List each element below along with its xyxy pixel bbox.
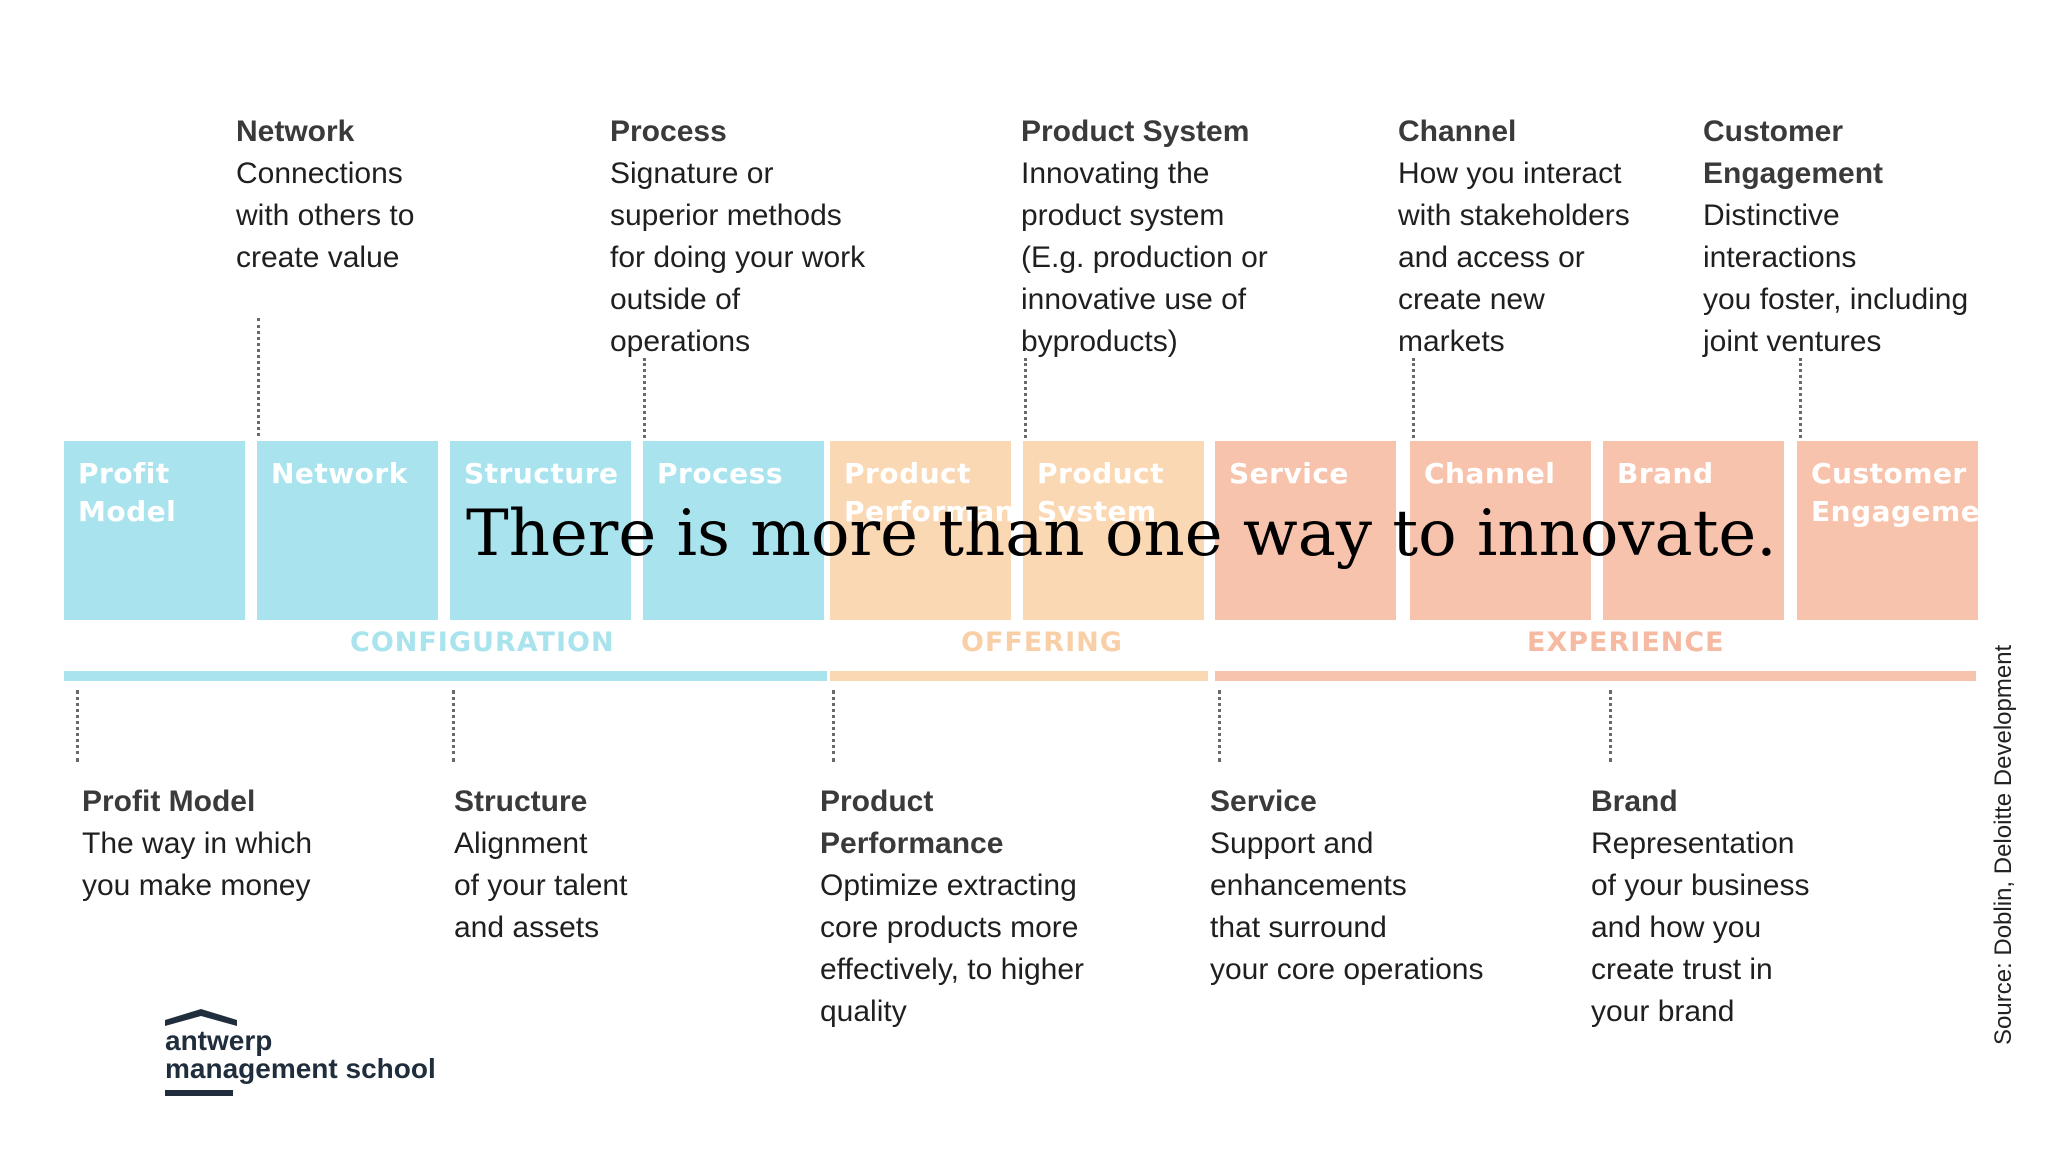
box-label: Network xyxy=(271,457,408,490)
category-offering-bar xyxy=(830,671,1208,681)
logo-line-1: antwerp xyxy=(165,1025,273,1056)
box-profit-model: Profit Model xyxy=(64,441,245,620)
connector-product-performance xyxy=(832,690,835,762)
box-product-system: Product System xyxy=(1023,441,1204,620)
note-customer-engagement: Customer Engagement Distinctive interact… xyxy=(1703,111,1968,363)
note-title: Customer Engagement xyxy=(1703,115,1884,190)
note-description: The way in which you make money xyxy=(82,827,313,902)
connector-service xyxy=(1218,690,1221,762)
note-profit-model: Profit Model The way in which you make m… xyxy=(82,781,312,907)
note-title: Structure xyxy=(454,785,588,818)
note-structure: Structure Alignment of your talent and a… xyxy=(454,781,627,949)
note-description: Distinctive interactions you foster, inc… xyxy=(1703,199,1969,358)
connector-process xyxy=(643,358,646,438)
note-description: Representation of your business and how … xyxy=(1591,827,1810,1028)
box-customer-engagement: Customer Engagement xyxy=(1797,441,2014,620)
category-experience-bar xyxy=(1215,671,1976,681)
note-title: Product System xyxy=(1021,115,1250,148)
note-title: Product Performance xyxy=(820,785,1004,860)
box-service: Service xyxy=(1215,441,1396,620)
connector-brand xyxy=(1609,690,1612,762)
note-title: Network xyxy=(236,115,355,148)
note-title: Brand xyxy=(1591,785,1678,818)
note-description: Connections with others to create value xyxy=(236,157,415,274)
note-channel: Channel How you interact with stakeholde… xyxy=(1398,111,1630,363)
source-credit: Source: Doblin, Deloitte Development xyxy=(1990,644,2017,1045)
note-product-system: Product System Innovating the product sy… xyxy=(1021,111,1268,363)
note-product-performance: Product Performance Optimize extracting … xyxy=(820,781,1084,1033)
connector-channel xyxy=(1412,358,1415,438)
box-product-performance: Product Performance xyxy=(830,441,1051,620)
box-channel: Channel xyxy=(1410,441,1591,620)
note-description: How you interact with stakeholders and a… xyxy=(1398,157,1630,358)
category-experience-label: EXPERIENCE xyxy=(1527,627,1725,658)
box-brand: Brand xyxy=(1603,441,1784,620)
box-structure: Structure xyxy=(450,441,631,620)
logo-underline xyxy=(165,1090,233,1096)
category-configuration-bar xyxy=(64,671,827,681)
note-service: Service Support and enhancements that su… xyxy=(1210,781,1484,991)
box-label: Service xyxy=(1229,457,1349,490)
connector-profit-model xyxy=(76,690,79,762)
note-description: Signature or superior methods for doing … xyxy=(610,157,866,358)
box-label: Product System xyxy=(1037,457,1165,528)
box-label: Profit Model xyxy=(78,457,177,528)
category-offering-label: OFFERING xyxy=(961,627,1123,658)
logo-line-2: management school xyxy=(165,1053,436,1084)
note-network: Network Connections with others to creat… xyxy=(236,111,414,279)
box-process: Process xyxy=(643,441,824,620)
note-description: Optimize extracting core products more e… xyxy=(820,869,1085,1028)
box-label: Channel xyxy=(1424,457,1556,490)
connector-product-system xyxy=(1024,358,1027,438)
note-description: Alignment of your talent and assets xyxy=(454,827,628,944)
note-description: Innovating the product system (E.g. prod… xyxy=(1021,157,1268,358)
box-label: Brand xyxy=(1617,457,1714,490)
box-label: Process xyxy=(657,457,783,490)
note-title: Process xyxy=(610,115,727,148)
note-process: Process Signature or superior methods fo… xyxy=(610,111,865,363)
note-title: Profit Model xyxy=(82,785,256,818)
box-label: Structure xyxy=(464,457,619,490)
category-configuration-label: CONFIGURATION xyxy=(350,627,615,658)
note-brand: Brand Representation of your business an… xyxy=(1591,781,1809,1033)
connector-structure xyxy=(452,690,455,762)
connector-customer-engagement xyxy=(1799,358,1802,438)
headline: There is more than one way to innovate. xyxy=(466,497,1777,571)
note-title: Channel xyxy=(1398,115,1517,148)
roof-icon xyxy=(165,1009,237,1026)
note-title: Service xyxy=(1210,785,1317,818)
note-description: Support and enhancements that surround y… xyxy=(1210,827,1484,986)
connector-network xyxy=(257,318,260,436)
box-label: Customer Engagement xyxy=(1811,457,2015,528)
box-network: Network xyxy=(257,441,438,620)
box-label: Product Performance xyxy=(844,457,1052,528)
